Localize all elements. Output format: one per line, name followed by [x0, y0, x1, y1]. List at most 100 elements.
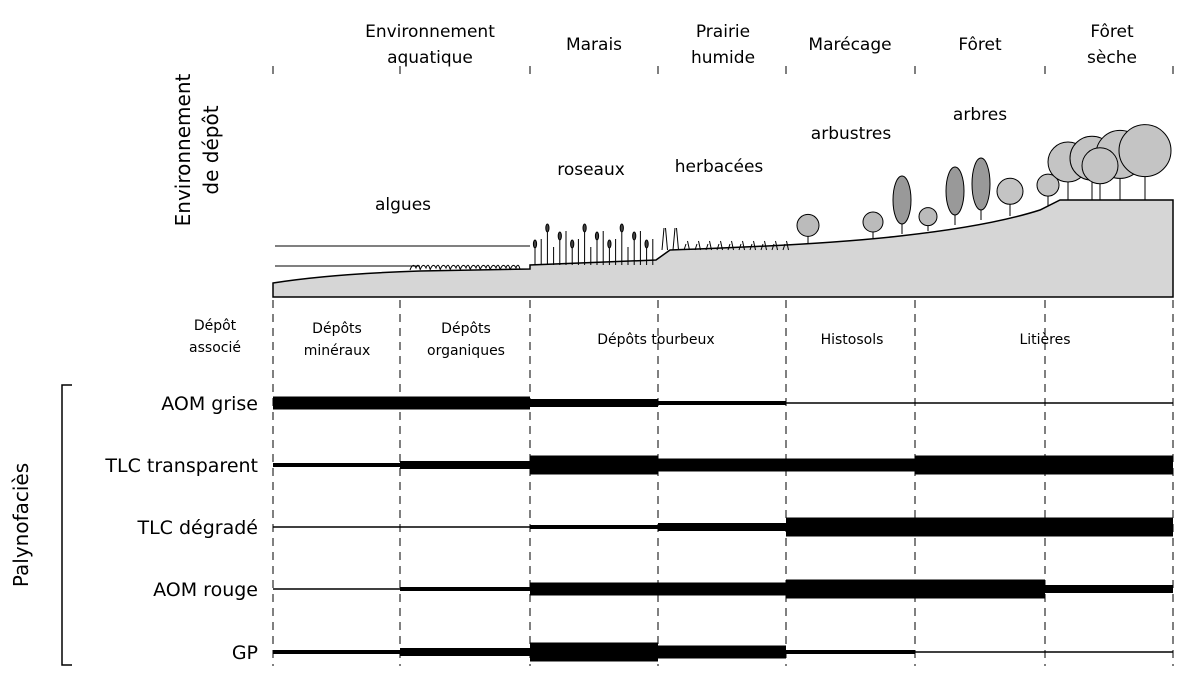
- environment-labels: Environnement aquatique Marais Prairie h…: [365, 22, 1137, 68]
- palynofacies-bar-segment: [915, 651, 1045, 653]
- palynofacies-bar-segment: [530, 525, 658, 529]
- grass-blade: [694, 243, 698, 251]
- grass-blade: [786, 240, 789, 251]
- tree-symbol: [971, 157, 991, 220]
- env-label-aquatique-line1: Environnement: [365, 22, 495, 42]
- palynofacies-row: TLC dégradé: [136, 517, 1173, 539]
- reed-head: [607, 239, 612, 249]
- deposit-organiques-line1: Dépôts: [441, 321, 491, 337]
- grass-blade: [738, 243, 742, 251]
- deposit-mineraux-line1: Dépôts: [312, 321, 362, 337]
- alga-symbol: [509, 264, 521, 271]
- grass-blade: [716, 243, 720, 251]
- palynofacies-row: GP: [232, 642, 1173, 664]
- palynofacies-bar-segment: [658, 645, 786, 659]
- palynofacies-bar-segment: [658, 582, 786, 596]
- grass-blade: [683, 243, 687, 251]
- palynofacies-row-label: AOM rouge: [153, 579, 258, 601]
- env-label-foret-seche-line2: sèche: [1087, 48, 1137, 68]
- env-label-prairie-line1: Prairie: [696, 22, 750, 42]
- palynofacies-row: AOM grise: [161, 393, 1173, 415]
- deposit-header-line1: Dépôt: [194, 318, 237, 334]
- palynofacies-bar-segment: [530, 455, 658, 475]
- palynofacies-bracket: Palynofaciès: [9, 384, 72, 666]
- palynofacies-bar-segment: [658, 458, 786, 472]
- palynofacies-row-label: TLC dégradé: [136, 517, 258, 539]
- tree-symbol: [1036, 173, 1060, 206]
- env-label-aquatique-line2: aquatique: [387, 48, 473, 68]
- grass-blade: [775, 240, 778, 251]
- grass-blade: [720, 240, 723, 251]
- grass-blade: [749, 243, 753, 251]
- grass-blade: [665, 227, 668, 251]
- veg-label-arbustres: arbustres: [811, 124, 892, 144]
- alga-symbol: [479, 264, 491, 271]
- alga-symbol: [449, 264, 461, 271]
- algae-symbols: [409, 264, 521, 271]
- grass-blade: [705, 243, 709, 251]
- reed-head: [570, 239, 575, 249]
- palynofacies-title: Palynofaciès: [9, 463, 33, 587]
- grass-blade: [753, 240, 756, 251]
- palynofacies-bar-segment: [786, 579, 915, 599]
- deposit-litieres: Litières: [1019, 332, 1070, 348]
- palynofacies-row: TLC transparent: [104, 455, 1173, 477]
- grass-blade: [676, 227, 679, 251]
- alga-symbol: [499, 264, 511, 271]
- deposit-histosols: Histosols: [821, 332, 884, 348]
- alga-symbol: [469, 264, 481, 271]
- veg-label-algues: algues: [375, 195, 431, 215]
- grass-blade: [687, 240, 690, 251]
- alga-symbol: [489, 264, 501, 271]
- grass-blade: [661, 227, 665, 251]
- palynofacies-bar-segment: [400, 396, 530, 410]
- env-label-prairie-line2: humide: [691, 48, 755, 68]
- tree-symbol: [892, 175, 912, 234]
- column-dividers: [272, 66, 1174, 666]
- palynofacies-bar-segment: [786, 458, 915, 472]
- palynofacies-row-label: GP: [232, 642, 258, 664]
- grass-blade: [731, 240, 734, 251]
- grass-blade: [771, 243, 775, 251]
- palynofacies-bar-segment: [1045, 651, 1173, 653]
- reed-head: [632, 231, 637, 241]
- palynofacies-bar-segment: [786, 402, 915, 404]
- reed-head: [619, 223, 624, 233]
- palynofacies-bar-segment: [1045, 517, 1173, 537]
- palynofacies-bar-segment: [273, 650, 400, 654]
- palynofacies-bar-segment: [273, 396, 400, 410]
- env-label-marecage: Marécage: [808, 35, 891, 55]
- env-label-marais: Marais: [566, 35, 622, 55]
- palynofacies-bar-segment: [1045, 402, 1173, 404]
- palynofacies-bar-segment: [915, 579, 1045, 599]
- palynofacies-bracket-line: [61, 384, 72, 666]
- palynofacies-row: AOM rouge: [153, 579, 1173, 601]
- alga-symbol: [439, 264, 451, 271]
- tree-symbol: [996, 177, 1024, 216]
- veg-label-roseaux: roseaux: [557, 160, 625, 180]
- reed-head: [594, 231, 600, 241]
- tree-symbol: [945, 166, 965, 225]
- palynofacies-bar-segment: [915, 517, 1045, 537]
- reed-head: [557, 231, 562, 241]
- palynofacies-bar-segment: [915, 455, 1045, 475]
- palynofacies-bar-segment: [658, 401, 786, 405]
- reed-symbols: [532, 223, 789, 265]
- alga-symbol: [409, 264, 421, 271]
- grass-blade: [764, 240, 767, 251]
- palynofacies-bar-segment: [658, 523, 786, 531]
- grass-blade: [727, 243, 731, 251]
- deposit-tourbeux: Dépôts tourbeux: [597, 332, 714, 348]
- vegetation-labels: algues roseaux herbacées arbustres arbre…: [375, 105, 1007, 215]
- palynofacies-bar-segment: [273, 526, 400, 528]
- reed-head: [545, 223, 550, 233]
- env-label-foret: Fôret: [958, 35, 1002, 55]
- alga-symbol: [459, 264, 471, 271]
- env-axis-title: Environnement de dépôt: [171, 74, 223, 227]
- reed-head: [582, 223, 587, 233]
- grass-blade: [672, 227, 676, 251]
- env-label-foret-seche-line1: Fôret: [1090, 22, 1134, 42]
